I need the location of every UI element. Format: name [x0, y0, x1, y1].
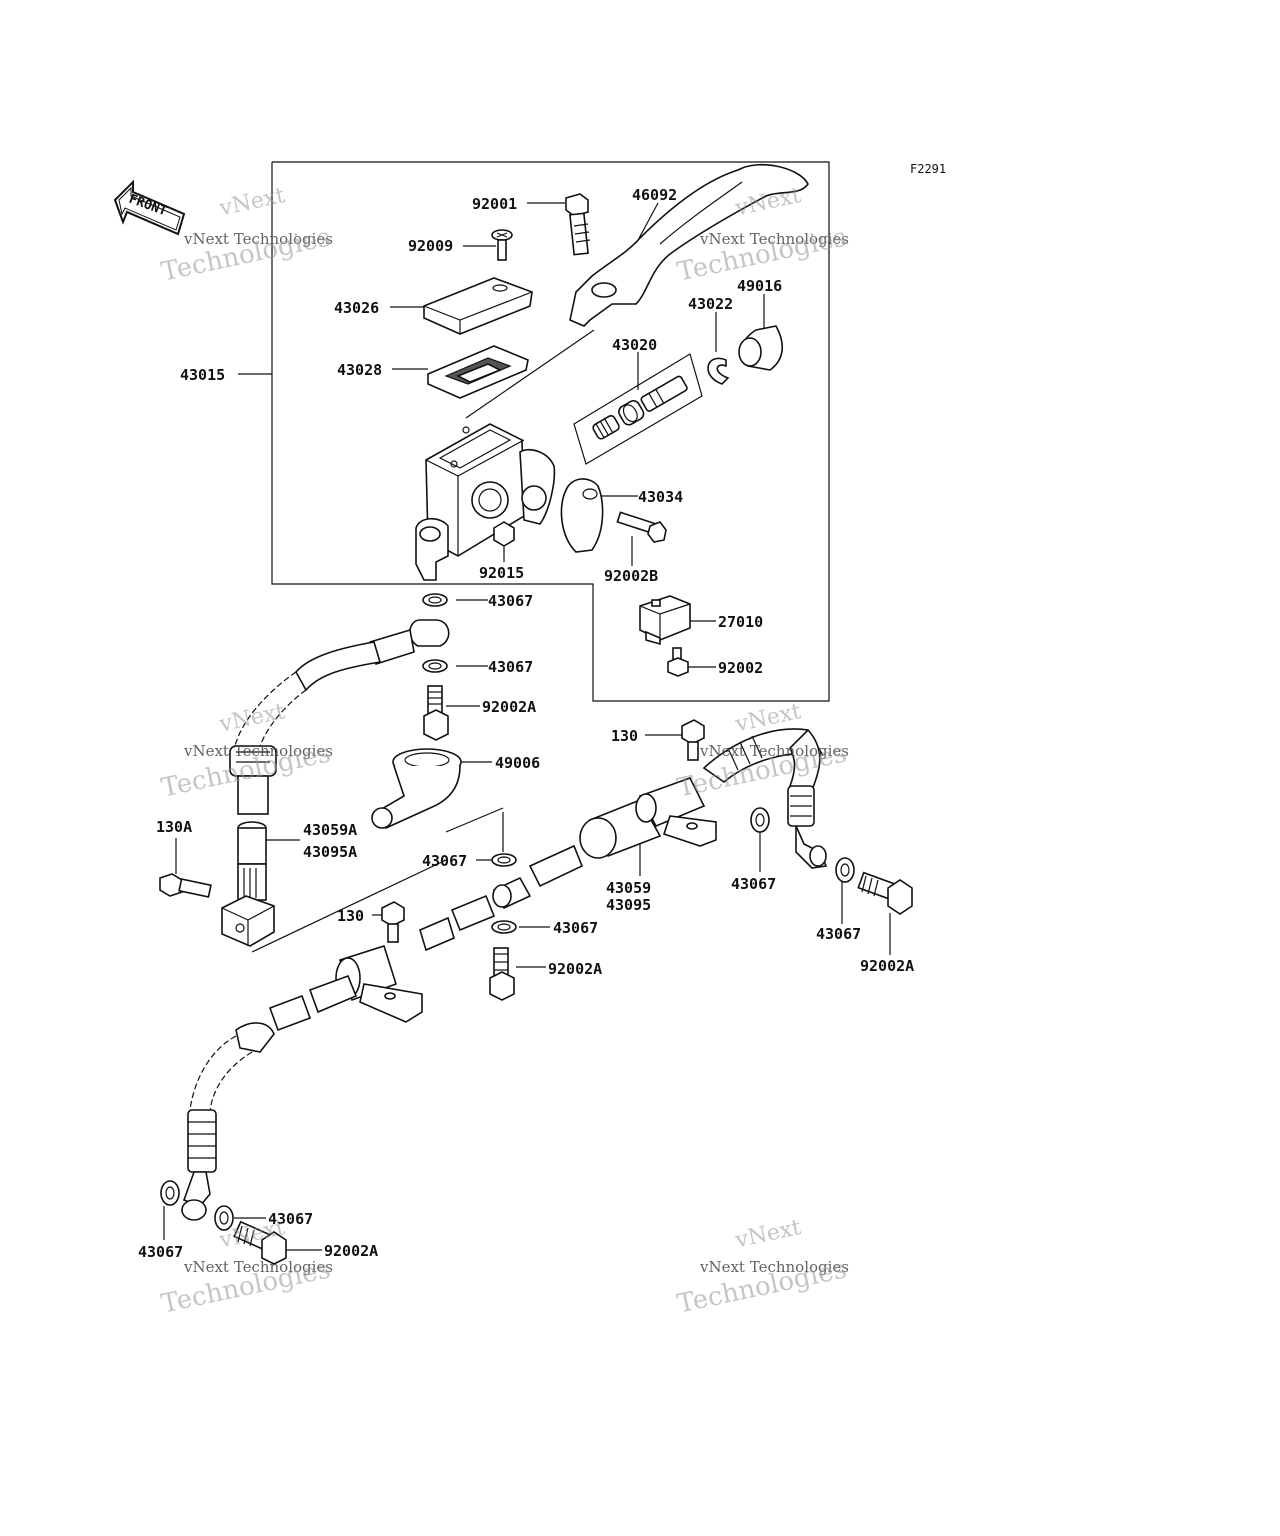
callout-92002A-c: 92002A	[548, 960, 603, 978]
hose-upper-right	[702, 728, 828, 869]
callout-43067-a: 43067	[488, 592, 534, 610]
circlip-43022	[707, 357, 730, 385]
callout-92002: 92002	[718, 659, 764, 677]
bolt-130A	[159, 873, 212, 898]
lever-46092	[569, 163, 809, 327]
callout-43022: 43022	[688, 295, 734, 313]
bolt-130-lower	[381, 901, 405, 943]
banjo-bolt-92002A-right	[857, 871, 913, 915]
callout-43026: 43026	[334, 299, 380, 317]
switch-27010	[639, 595, 691, 646]
pipe-center	[419, 777, 717, 952]
banjo-bolt-92002A-center	[489, 947, 515, 1001]
boot-49006	[371, 748, 462, 829]
bolt-92002B	[616, 511, 667, 543]
callout-43015: 43015	[180, 366, 226, 384]
boot-49016	[738, 325, 783, 371]
callout-92009: 92009	[408, 237, 454, 255]
callout-43067-f: 43067	[816, 925, 862, 943]
callout-92002A-a: 92002A	[482, 698, 537, 716]
callout-43067-h: 43067	[138, 1243, 184, 1261]
screw-92002	[667, 647, 689, 677]
banjo-bolt-92002A-top	[423, 685, 449, 741]
figure-code: F2291	[910, 162, 947, 176]
bolt-92001	[565, 193, 591, 256]
callout-46092: 46092	[632, 186, 678, 204]
master-cylinder-43015	[415, 423, 556, 581]
piston-kit-43020	[573, 353, 703, 465]
callout-92001: 92001	[472, 195, 518, 213]
screw-92009	[491, 229, 513, 261]
callout-43067-g: 43067	[268, 1210, 314, 1228]
callout-92002A-d: 92002A	[324, 1242, 379, 1260]
callout-130-a: 130	[611, 727, 639, 745]
callout-92002B: 92002B	[604, 567, 659, 585]
callout-49016: 49016	[737, 277, 783, 295]
fitting-43059A	[221, 821, 275, 947]
bolt-130-top	[681, 719, 705, 761]
nut-92015	[493, 521, 515, 547]
front-arrow-icon	[113, 179, 186, 236]
callout-130-b: 130	[337, 907, 365, 925]
callout-43059: 43059	[606, 879, 652, 897]
callout-43067-e: 43067	[553, 919, 599, 937]
callout-130A: 130A	[156, 818, 193, 836]
callout-92015: 92015	[479, 564, 525, 582]
washers	[160, 593, 855, 1231]
callout-43059A: 43059A	[303, 821, 358, 839]
diaphragm-43028	[427, 345, 529, 399]
callout-43067-c: 43067	[422, 852, 468, 870]
assembly-frame	[271, 161, 830, 702]
callout-27010: 27010	[718, 613, 764, 631]
cap-43026	[423, 277, 533, 335]
callout-92002A-b: 92002A	[860, 957, 915, 975]
callout-43067-b: 43067	[488, 658, 534, 676]
callout-43095: 43095	[606, 896, 652, 914]
callout-43067-d: 43067	[731, 875, 777, 893]
banjo-bolt-92002A-bottom	[233, 1220, 287, 1265]
callout-43020: 43020	[612, 336, 658, 354]
pipe-lower	[181, 944, 423, 1221]
callout-43095A: 43095A	[303, 843, 358, 861]
callout-49006: 49006	[495, 754, 541, 772]
leader-lines	[163, 202, 891, 1251]
hose-upper-left	[229, 619, 450, 815]
clamp-43034	[560, 478, 604, 553]
callout-43028: 43028	[337, 361, 383, 379]
callout-43034: 43034	[638, 488, 684, 506]
